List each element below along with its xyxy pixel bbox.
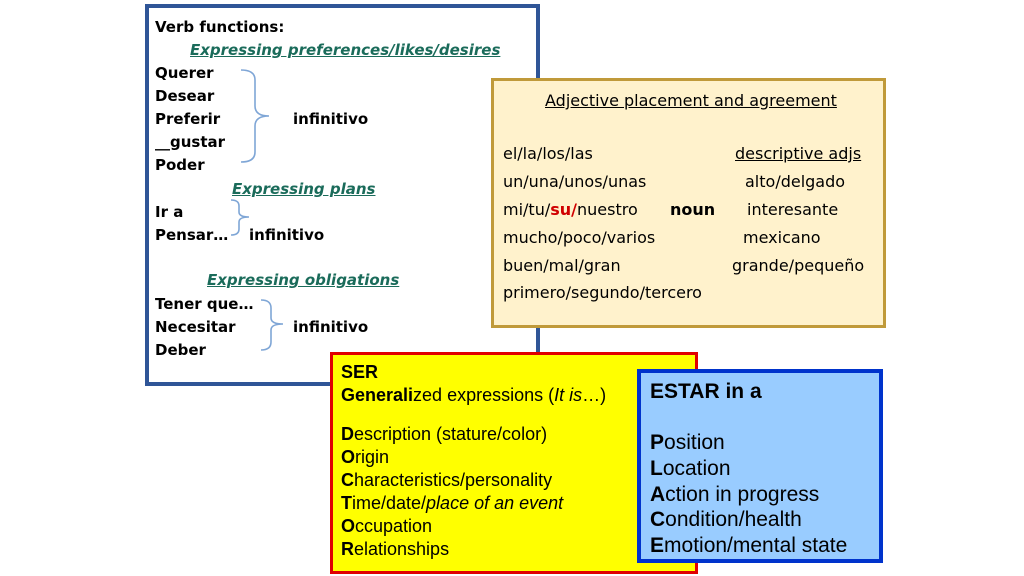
estar-item-location: Location xyxy=(650,457,731,480)
adjective-placement-box: Adjective placement and agreement el/la/… xyxy=(491,78,886,328)
verb-functions-box: Verb functions: Expressing preferences/l… xyxy=(145,4,540,386)
preferences-subheading: Expressing preferences/likes/desires xyxy=(190,41,501,59)
determiner-possessives: mi/tu/su/nuestro xyxy=(503,201,638,219)
obligations-subheading: Expressing obligations xyxy=(207,271,400,289)
estar-box: ESTAR in a Position Location Action in p… xyxy=(637,369,883,563)
ser-item-relationships: Relationships xyxy=(341,539,450,559)
possessive-nuestro: nuestro xyxy=(577,200,638,219)
determiner-indefinite: un/una/unos/unas xyxy=(503,172,647,191)
determiner-short-adjs: buen/mal/gran xyxy=(503,256,621,275)
estar-item-action: Action in progress xyxy=(650,483,820,506)
verb-ir-a: Ir a xyxy=(155,203,184,221)
brace-icon xyxy=(230,199,250,236)
determiner-ordinals: primero/segundo/tercero xyxy=(503,283,702,302)
determiner-quantity: mucho/poco/varios xyxy=(503,228,656,247)
verb-pensar: Pensar… xyxy=(155,226,229,244)
verb-functions-heading: Verb functions: xyxy=(155,18,285,36)
ser-item-description: Description (stature/color) xyxy=(341,424,548,444)
verb-poder: Poder xyxy=(155,156,205,174)
ser-generalized-expressions: Generalized expressions (It is…) xyxy=(341,384,606,406)
estar-title: ESTAR in a xyxy=(650,380,762,403)
ser-gen-italic: It is xyxy=(554,385,583,405)
preferences-infinitivo: infinitivo xyxy=(293,110,369,128)
verb-preferir: Preferir xyxy=(155,110,221,128)
ser-item-origin: Origin xyxy=(341,447,390,467)
ser-item-characteristics: Characteristics/personality xyxy=(341,470,553,490)
verb-querer: Querer xyxy=(155,64,214,82)
adjective-box-title: Adjective placement and agreement xyxy=(545,91,837,110)
plans-subheading: Expressing plans xyxy=(232,180,376,198)
ser-gen-rest: zed expressions ( xyxy=(413,385,555,405)
adj-interesante: interesante xyxy=(747,200,839,219)
determiner-articles: el/la/los/las xyxy=(503,144,593,163)
verb-tener-que: Tener que… xyxy=(155,295,254,313)
ser-gen-bold: Generali xyxy=(341,385,414,405)
ser-item-time: Time/date/place of an event xyxy=(341,493,564,513)
ser-title: SER xyxy=(341,362,379,382)
verb-deber: Deber xyxy=(155,341,206,359)
verb-necesitar: Necesitar xyxy=(155,318,236,336)
adj-alto-delgado: alto/delgado xyxy=(745,172,846,191)
obligations-infinitivo: infinitivo xyxy=(293,318,369,336)
possessive-mi-tu: mi/tu/ xyxy=(503,200,551,219)
estar-item-position: Position xyxy=(650,431,725,454)
verb-desear: Desear xyxy=(155,87,215,105)
ser-item-occupation: Occupation xyxy=(341,516,433,536)
estar-item-emotion: Emotion/mental state xyxy=(650,534,848,557)
adj-mexicano: mexicano xyxy=(743,228,821,247)
plans-infinitivo: infinitivo xyxy=(249,226,325,244)
estar-item-condition: Condition/health xyxy=(650,508,802,531)
adj-grande-pequeno: grande/pequeño xyxy=(732,256,865,275)
brace-icon xyxy=(260,299,284,351)
ser-gen-end: …) xyxy=(582,385,607,405)
descriptive-adjs-heading: descriptive adjs xyxy=(735,144,862,163)
brace-icon xyxy=(240,69,270,163)
noun-label: noun xyxy=(670,200,716,219)
possessive-su: su/ xyxy=(550,200,577,219)
verb-gustar: __gustar xyxy=(155,133,226,151)
